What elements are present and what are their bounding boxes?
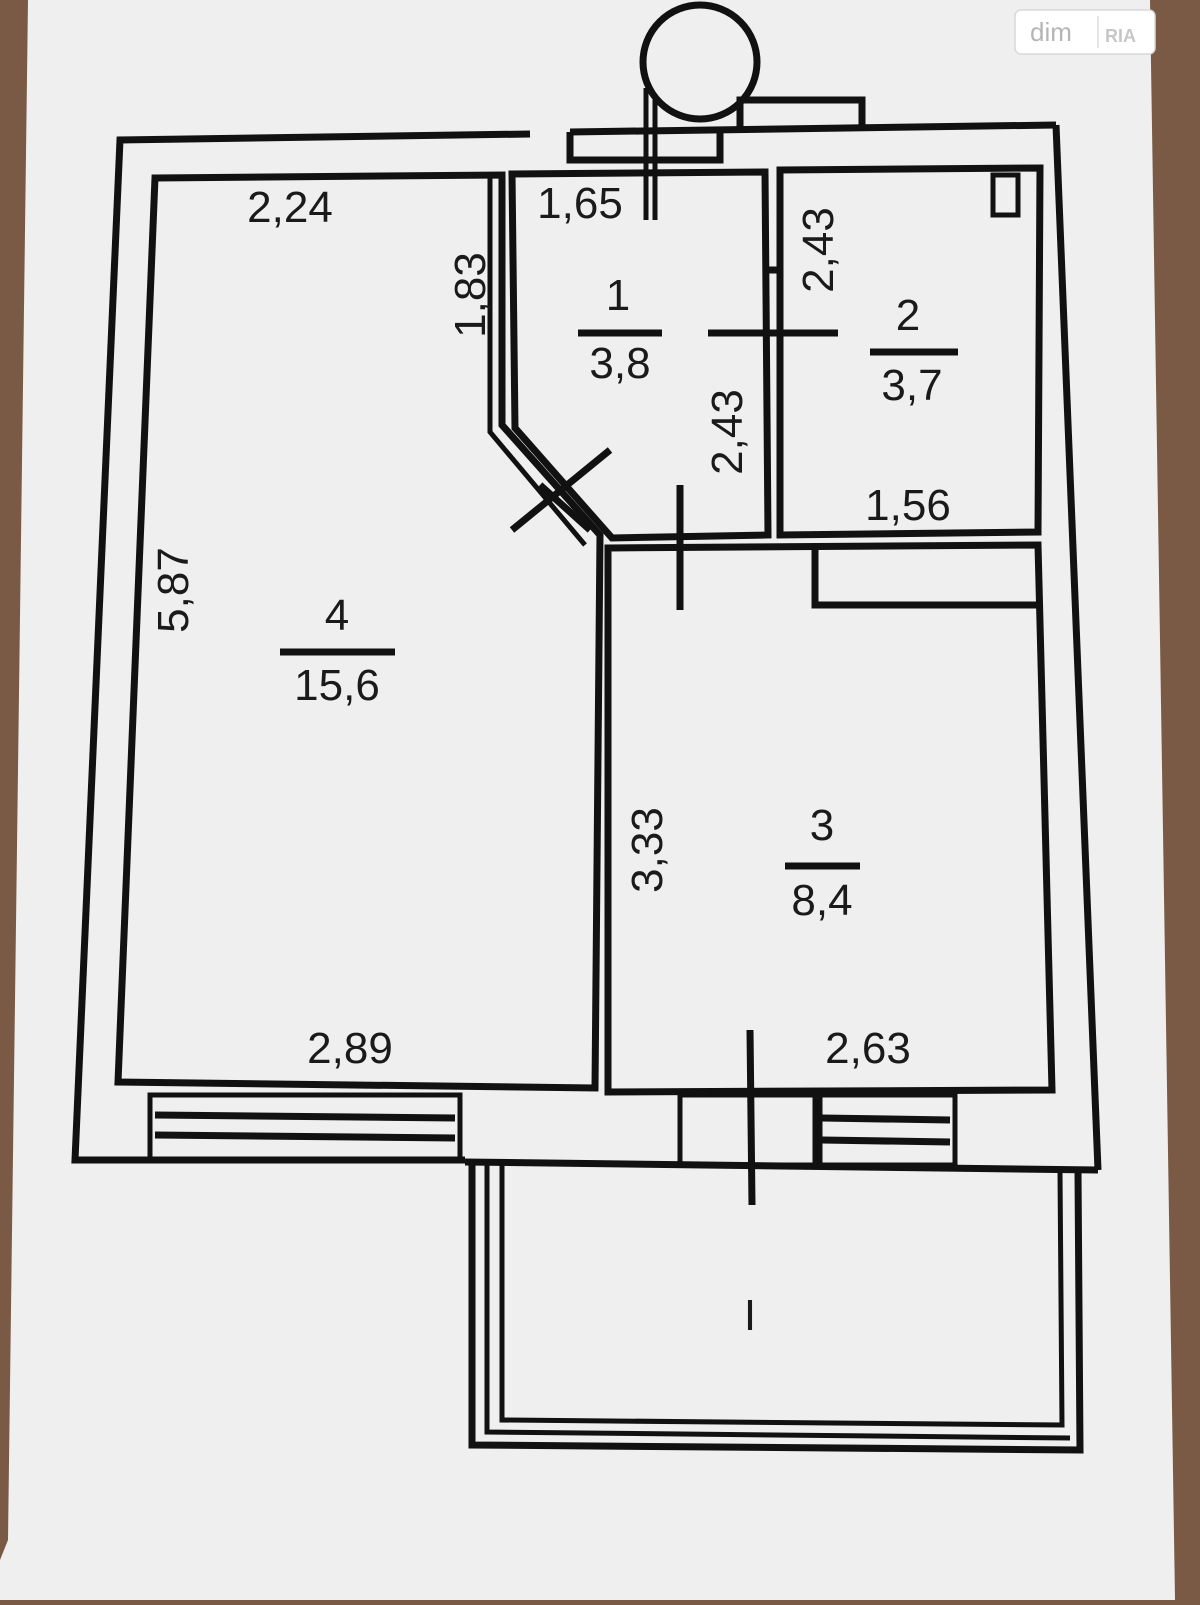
dim-room2-left: 2,43 [794, 207, 843, 293]
room-3-area: 8,4 [791, 876, 852, 925]
watermark: dim RIA [1014, 9, 1156, 55]
watermark-text: dim [1030, 17, 1072, 47]
room-3-outline [604, 541, 1056, 1096]
room-4-label: 4 15,6 [280, 591, 395, 710]
windows [147, 1092, 958, 1168]
room-3-label: 3 8,4 [785, 801, 860, 925]
watermark-box [1014, 9, 1156, 55]
door-markers [509, 266, 838, 1206]
dim-room3-bottom: 2,63 [825, 1024, 911, 1073]
balcony [468, 1165, 1084, 1454]
dim-room4-top: 2,24 [247, 183, 333, 232]
paper-sheet [0, 0, 1175, 1600]
vent-circle [639, 1, 761, 123]
room-2-duct [990, 172, 1021, 218]
room-2-area: 3,7 [881, 361, 942, 410]
room-1-label: 1 3,8 [578, 271, 662, 388]
vent-shaft [639, 1, 866, 220]
dim-room4-diag: 1,83 [446, 252, 495, 338]
dim-room4-left: 5,87 [149, 547, 198, 633]
watermark-logo: RIA [1105, 26, 1136, 46]
room-3-number: 3 [810, 801, 834, 850]
balcony-label: I [744, 1291, 756, 1340]
dim-room2-bottom: 1,56 [865, 481, 951, 530]
room-4-outline [114, 171, 604, 1092]
room-1-area: 3,8 [589, 339, 650, 388]
room-4-number: 4 [325, 591, 349, 640]
room-1-number: 1 [606, 271, 630, 320]
dim-room1-top: 1,65 [537, 179, 623, 228]
room-2-number: 2 [896, 291, 920, 340]
dim-room1-right: 2,43 [703, 389, 752, 475]
room-2-outline [776, 164, 1044, 539]
room-2-label: 2 3,7 [870, 291, 958, 410]
room-4-area: 15,6 [294, 661, 380, 710]
dim-room4-bottom: 2,89 [307, 1024, 393, 1073]
dim-room3-left: 3,33 [623, 807, 672, 893]
room-1-outline [508, 168, 772, 542]
